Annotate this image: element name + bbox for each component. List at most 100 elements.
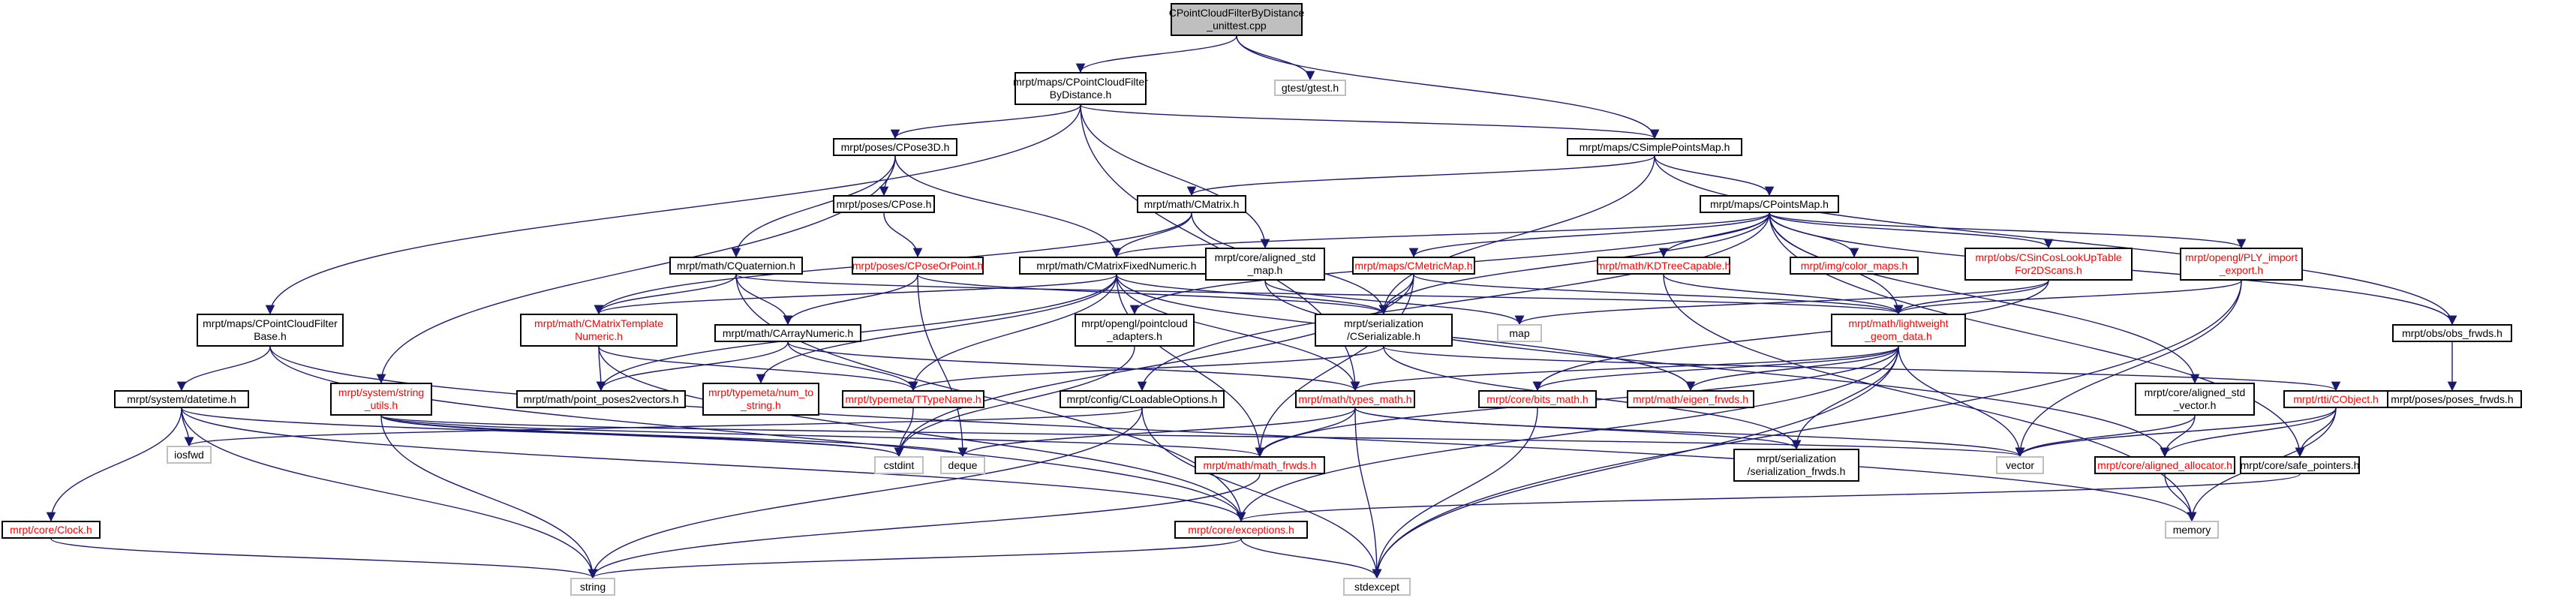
node-string: string [570,578,615,596]
node-pcladapt[interactable]: mrpt/opengl/pointcloud _adapters.h [1075,314,1195,347]
edge-stringutils-to-vector [380,415,2024,458]
edge-pointsmap-to-sincos [1769,212,2054,249]
edge-typesmath-to-mathfrwds [1255,407,1356,458]
edge-cquat-to-templnum [594,274,737,315]
edge-pcfbd-to-pcfbase [265,104,1081,315]
edge-root-to-gtest [1236,35,1315,81]
edge-cpose3d-to-cquat [731,155,896,258]
edge-root-to-pcfbd [1075,35,1237,74]
edge-templnum-to-exceptions [598,346,1246,522]
node-datetime[interactable]: mrpt/system/datetime.h [114,390,249,408]
node-gtest: gtest/gtest.h [1274,80,1346,96]
edge-arraynum-to-typesmath [787,341,1360,392]
edge-simplepoints-to-cmatrix [1186,155,1655,197]
edge-alignedvec-to-vector [2015,415,2196,458]
node-poseorpoint[interactable]: mrpt/poses/CPoseOrPoint.h [852,257,984,275]
node-numtostr[interactable]: mrpt/typemeta/num_to _string.h [702,383,819,416]
edge-fixednum-to-mathfrwds [1116,274,1265,458]
edge-pcfbase-to-datetime [176,346,271,392]
node-mathfrwds[interactable]: mrpt/math/math_frwds.h [1195,456,1325,474]
edge-alignedmap-to-map [1264,280,1525,326]
edge-pointsmap-to-loadable [1137,212,1770,392]
edge-datetime-to-exceptions [181,407,1246,522]
node-serfrwds[interactable]: mrpt/serialization /serialization_frwds.… [1733,449,1859,482]
edge-fixednum-to-serializable [1116,274,1389,315]
edge-fixednum-to-typesmath [1116,274,1360,392]
edge-poseorpoint-to-deque [917,274,968,458]
edge-lwgeom-to-stdexcept [1372,346,1899,579]
edge-stringutils-to-deque [380,415,967,458]
edge-lwgeom-to-typesmath [1350,346,1899,392]
edge-cpose3d-to-fixednum [894,155,1122,258]
node-ttypename[interactable]: mrpt/typemeta/TTypeName.h [842,390,984,408]
node-pcfbd[interactable]: mrpt/maps/CPointCloudFilter ByDistance.h [1013,72,1148,105]
edge-simplepoints-to-obsfrwds [1654,155,2457,326]
node-stringutils[interactable]: mrpt/system/string _utils.h [330,383,432,416]
edge-pointsmap-to-fixednum [1112,212,1770,258]
node-cquat[interactable]: mrpt/math/CQuaternion.h [669,257,803,275]
edge-arraynum-to-pp2v [596,341,789,392]
node-root[interactable]: CPointCloudFilterByDistance _unittest.cp… [1169,3,1304,36]
node-map: map [1497,324,1542,342]
node-sincos[interactable]: mrpt/obs/CSinCosLookUpTable For2DScans.h [1964,248,2133,281]
node-pointsmap[interactable]: mrpt/maps/CPointsMap.h [1700,195,1839,213]
edge-safeptr-to-exceptions [1237,473,2301,522]
node-bitsmath[interactable]: mrpt/core/bits_math.h [1478,390,1597,408]
edge-sincos-to-lwgeom [1893,280,2049,315]
edge-loadable-to-stdexcept [1141,407,1382,579]
node-colormaps[interactable]: mrpt/img/color_maps.h [1790,257,1919,275]
edge-fixednum-to-ttypename [908,274,1117,392]
edge-pointsmap-to-alignedvec [1769,212,2200,384]
edge-pointsmap-to-metricmap [1408,212,1770,258]
edge-fixednum-to-numtostr [756,274,1117,384]
edge-pcfbd-to-simplepoints [1080,104,1659,140]
node-loadable[interactable]: mrpt/config/CLoadableOptions.h [1060,390,1225,408]
edge-lwgeom-to-exceptions [1236,346,1899,522]
node-iosfwd: iosfwd [167,446,212,464]
edge-fixednum-to-templnum [594,274,1117,315]
node-alignedalloc[interactable]: mrpt/core/aligned_allocator.h [2094,456,2235,474]
node-alignedvec[interactable]: mrpt/core/aligned_std _vector.h [2135,383,2255,416]
node-plyimport[interactable]: mrpt/opengl/PLY_import _export.h [2180,248,2303,281]
node-safeptr[interactable]: mrpt/core/safe_pointers.h [2240,456,2360,474]
node-serializable[interactable]: mrpt/serialization /CSerializable.h [1315,314,1453,347]
node-kdtree[interactable]: mrpt/math/KDTreeCapable.h [1597,257,1730,275]
edge-templnum-to-ttypename [598,346,918,392]
node-cmatrix[interactable]: mrpt/math/CMatrix.h [1137,195,1246,213]
edge-root-to-simplepoints [1236,35,1660,140]
edge-clock-to-string [50,538,597,579]
edge-poseorpoint-to-serializable [917,274,1389,315]
node-fixednum[interactable]: mrpt/math/CMatrixFixedNumeric.h [1019,257,1214,275]
node-posesfrwds[interactable]: mrpt/poses/poses_frwds.h [2382,390,2522,408]
node-alignedmap[interactable]: mrpt/core/aligned_std _map.h [1205,248,1325,281]
edge-stringutils-to-string [380,415,598,579]
node-templnum[interactable]: mrpt/math/CMatrixTemplate Numeric.h [520,314,678,347]
node-exceptions[interactable]: mrpt/core/exceptions.h [1174,521,1308,539]
node-simplepoints[interactable]: mrpt/maps/CSimplePointsMap.h [1567,138,1742,156]
node-typesmath[interactable]: mrpt/math/types_math.h [1295,390,1415,408]
edge-cobject-to-alignedalloc [2160,407,2337,458]
edge-poseorpoint-to-arraynum [783,274,918,326]
node-vector: vector [1996,456,2044,474]
edge-typesmath-to-stdexcept [1354,407,1382,579]
node-clock[interactable]: mrpt/core/Clock.h [2,521,101,539]
edge-pointsmap-to-kdtree [1658,212,1770,258]
edge-cpose-to-poseorpoint [883,212,923,258]
node-eigenfrwds[interactable]: mrpt/math/eigen_frwds.h [1627,390,1754,408]
node-lwgeom[interactable]: mrpt/math/lightweight _geom_data.h [1831,314,1966,347]
node-cobject[interactable]: mrpt/rtti/CObject.h [2283,390,2388,408]
node-arraynum[interactable]: mrpt/math/CArrayNumeric.h [714,324,861,342]
node-pcfbase[interactable]: mrpt/maps/CPointCloudFilter Base.h [197,314,344,347]
edge-lwgeom-to-eigenfrwds [1685,346,1899,392]
edge-pcladapt-to-cstdint [894,346,1135,458]
edge-plyimport-to-stdexcept [1372,280,2242,579]
edge-pcfbd-to-cpose3d [890,104,1081,140]
edge-serializable-to-ttypename [908,346,1384,392]
node-obsfrwds[interactable]: mrpt/obs/obs_frwds.h [2392,324,2512,342]
node-metricmap[interactable]: mrpt/maps/CMetricMap.h [1352,257,1475,275]
node-cpose[interactable]: mrpt/poses/CPose.h [833,195,935,213]
edge-bitsmath-to-stdexcept [1372,407,1538,579]
node-cpose3d[interactable]: mrpt/poses/CPose3D.h [833,138,957,156]
node-pp2v[interactable]: mrpt/math/point_poses2vectors.h [516,390,686,408]
edge-pointsmap-to-plyimport [1769,212,2246,249]
